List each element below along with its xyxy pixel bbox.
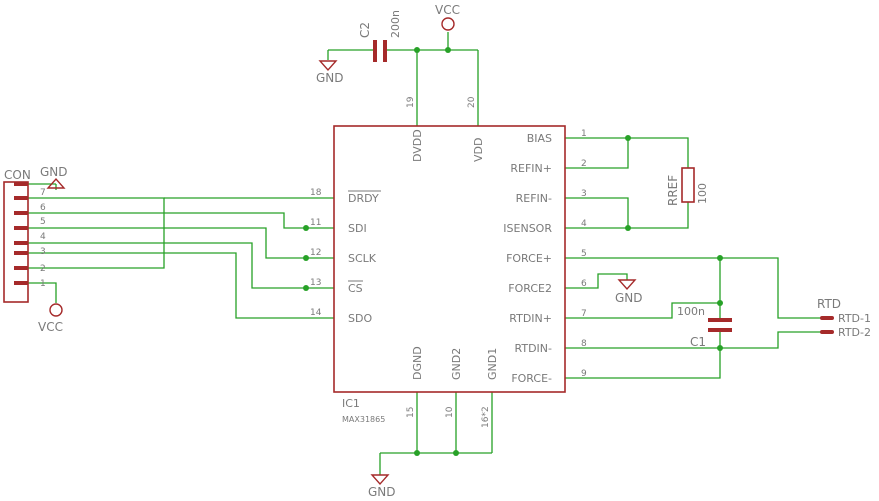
pin-label-vdd: VDD bbox=[472, 138, 485, 162]
capacitor-c1[interactable]: 100n C1 bbox=[677, 305, 732, 349]
ic-value: MAX31865 bbox=[342, 415, 385, 424]
pin-number: 9 bbox=[581, 369, 587, 379]
pin-number: 15 bbox=[406, 407, 416, 418]
rtd-connector[interactable]: RTD RTD-1 RTD-2 bbox=[817, 297, 871, 339]
con-pin-number: 4 bbox=[40, 232, 46, 242]
c2-value: 200n bbox=[389, 10, 402, 38]
vcc-label: VCC bbox=[435, 3, 460, 17]
ic-right-pins: 1 BIAS 2 REFIN+ 3 REFIN- 4 ISENSOR 5 FOR… bbox=[503, 129, 587, 385]
capacitor-c2[interactable]: C2 200n bbox=[358, 10, 402, 62]
con-pin-number: 7 bbox=[40, 188, 46, 198]
ic-left-pins: 18 DRDY 11 SDI 12 SCLK 13 CS 14 SDO bbox=[310, 188, 381, 325]
pin-label-force2: FORCE2 bbox=[508, 282, 552, 295]
ic-name: IC1 bbox=[342, 397, 360, 410]
c2-name: C2 bbox=[358, 22, 372, 38]
ic-max31865[interactable]: IC1 MAX31865 bbox=[333, 125, 566, 424]
vcc-label: VCC bbox=[38, 320, 63, 334]
gnd-label: GND bbox=[40, 165, 68, 179]
pin-label-refin-minus: REFIN- bbox=[516, 192, 552, 205]
gnd-label: GND bbox=[368, 485, 396, 499]
c1-value: 100n bbox=[677, 305, 705, 318]
pin-label-sdo: SDO bbox=[348, 312, 372, 325]
rref-value: 100 bbox=[696, 183, 709, 204]
pin-label-gnd2: GND2 bbox=[450, 348, 463, 380]
pin-number: 14 bbox=[310, 308, 322, 318]
con-pin-number: 1 bbox=[40, 279, 46, 289]
gnd-symbol-force2: GND bbox=[615, 279, 643, 305]
pin-label-bias: BIAS bbox=[527, 132, 552, 145]
wires bbox=[28, 32, 822, 475]
rref-name: RREF bbox=[666, 175, 680, 206]
c1-name: C1 bbox=[690, 335, 706, 349]
pin-label-sdi: SDI bbox=[348, 222, 367, 235]
pin-label-force-plus: FORCE+ bbox=[506, 252, 552, 265]
con-pin-number: 3 bbox=[40, 247, 46, 257]
pin-label-isensor: ISENSOR bbox=[503, 222, 552, 235]
con-pin-number: 5 bbox=[40, 217, 46, 227]
pin-label-rtdin-plus: RTDIN+ bbox=[509, 312, 552, 325]
gnd-symbol-bottom: GND bbox=[368, 474, 396, 499]
pin-number: 1 bbox=[581, 129, 587, 139]
connector-con[interactable]: CON 7 6 5 4 3 2 1 bbox=[3, 168, 46, 303]
pin-number: 20 bbox=[467, 96, 477, 108]
junction-dots bbox=[303, 47, 723, 456]
pin-number: 8 bbox=[581, 339, 587, 349]
pin-label-rtdin-minus: RTDIN- bbox=[515, 342, 553, 355]
con-name: CON bbox=[4, 168, 31, 182]
pin-number: 13 bbox=[310, 278, 321, 288]
rtd-pin-1: RTD-1 bbox=[838, 312, 871, 325]
ic-top-pins: 19 DVDD 20 VDD bbox=[406, 96, 485, 162]
gnd-label: GND bbox=[316, 71, 344, 85]
pin-label-cs: CS bbox=[348, 282, 363, 295]
pin-number: 19 bbox=[406, 96, 416, 108]
pin-number: 5 bbox=[581, 249, 587, 259]
pin-label-dgnd: DGND bbox=[411, 346, 424, 380]
gnd-symbol-con: GND bbox=[40, 165, 68, 189]
gnd-symbol-c2: GND bbox=[316, 60, 344, 85]
rtd-pin-2: RTD-2 bbox=[838, 326, 871, 339]
pin-number: 11 bbox=[310, 218, 321, 228]
con-pin-number: 2 bbox=[40, 264, 46, 274]
pin-number: 10 bbox=[445, 406, 455, 418]
rtd-name: RTD bbox=[817, 297, 841, 311]
pin-label-gnd1: GND1 bbox=[486, 348, 499, 380]
resistor-rref[interactable]: RREF 100 bbox=[666, 167, 709, 206]
pin-number: 2 bbox=[581, 159, 587, 169]
pin-label-dvdd: DVDD bbox=[411, 129, 424, 162]
con-pin-number: 6 bbox=[40, 203, 46, 213]
pin-number: 12 bbox=[310, 248, 321, 258]
pin-label-refin-plus: REFIN+ bbox=[510, 162, 552, 175]
pin-number: 16*2 bbox=[481, 406, 491, 428]
pin-label-sclk: SCLK bbox=[348, 252, 377, 265]
pin-label-force-minus: FORCE- bbox=[511, 372, 552, 385]
pin-number: 6 bbox=[581, 279, 587, 289]
vcc-symbol-top: VCC bbox=[435, 3, 460, 31]
pin-label-drdy: DRDY bbox=[348, 192, 379, 205]
ic-bottom-pins: DGND 15 GND2 10 GND1 16*2 bbox=[406, 346, 499, 428]
vcc-symbol-con: VCC bbox=[38, 303, 63, 334]
pin-number: 18 bbox=[310, 188, 322, 198]
pin-number: 3 bbox=[581, 189, 587, 199]
pin-number: 7 bbox=[581, 309, 587, 319]
pin-number: 4 bbox=[581, 219, 587, 229]
gnd-label: GND bbox=[615, 291, 643, 305]
